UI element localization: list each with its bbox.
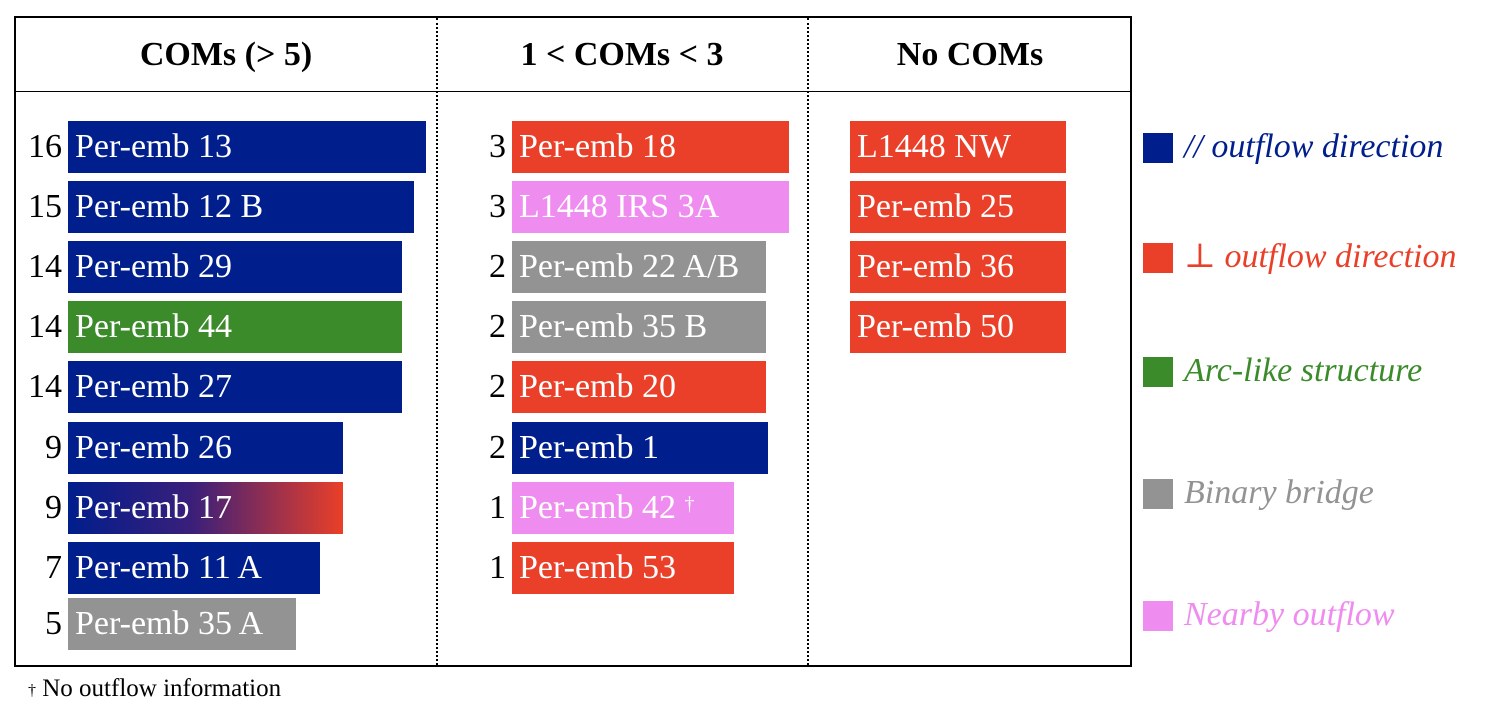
source-label: Per-emb 1 <box>519 429 660 466</box>
source-bar: L1448 NW <box>850 121 1066 173</box>
source-label: Per-emb 25 <box>857 188 1015 225</box>
column-header-high-coms: COMs (> 5) <box>139 36 313 73</box>
source-label: Per-emb 35 B <box>519 308 708 345</box>
legend-label: ⊥ outflow direction <box>1184 238 1457 275</box>
source-bar: Per-emb 27 <box>68 361 402 413</box>
source-bar: Per-emb 35 B <box>512 301 766 353</box>
source-bar: Per-emb 53 <box>512 542 734 594</box>
source-bar: Per-emb 18 <box>512 121 789 173</box>
row-count: 14 <box>28 308 62 345</box>
source-label: Per-emb 26 <box>75 429 233 466</box>
source-bar: Per-emb 13 <box>68 121 426 173</box>
row-count: 16 <box>28 128 62 165</box>
source-label: Per-emb 50 <box>857 308 1015 345</box>
source-bar: Per-emb 29 <box>68 241 402 293</box>
column-header-few-coms: 1 < COMs < 3 <box>520 36 724 73</box>
footnote: † No outflow information <box>28 674 281 704</box>
row-count: 2 <box>489 429 506 466</box>
legend-label: // outflow direction <box>1184 128 1444 165</box>
source-label: L1448 IRS 3A <box>519 188 720 225</box>
source-bar: Per-emb 20 <box>512 361 766 413</box>
legend-swatch <box>1143 357 1173 387</box>
legend-swatch <box>1143 601 1173 631</box>
row-count: 7 <box>45 549 62 586</box>
source-bar: Per-emb 17 <box>68 482 343 534</box>
row-count: 2 <box>489 308 506 345</box>
row-count: 1 <box>489 489 506 526</box>
column-divider-2 <box>807 18 809 665</box>
legend-swatch <box>1143 133 1173 163</box>
source-label: Per-emb 20 <box>519 368 677 405</box>
row-count: 1 <box>489 549 506 586</box>
header-divider <box>16 91 1130 92</box>
source-label: Per-emb 29 <box>75 248 233 285</box>
row-count: 2 <box>489 368 506 405</box>
source-bar: Per-emb 22 A/B <box>512 241 766 293</box>
footnote-dagger: † <box>28 682 36 699</box>
column-divider-1 <box>436 18 438 665</box>
row-count: 3 <box>489 188 506 225</box>
source-bar: Per-emb 11 A <box>68 542 320 594</box>
column-header-no-coms: No COMs <box>896 36 1044 73</box>
source-label: Per-emb 44 <box>75 308 233 345</box>
row-count: 14 <box>28 248 62 285</box>
source-label: L1448 NW <box>857 128 1011 165</box>
row-count: 15 <box>28 188 62 225</box>
source-bar: Per-emb 44 <box>68 301 402 353</box>
source-bar: Per-emb 36 <box>850 241 1066 293</box>
row-count: 5 <box>45 605 62 642</box>
source-label: Per-emb 53 <box>519 549 677 586</box>
row-count: 2 <box>489 248 506 285</box>
source-label: Per-emb 12 B <box>75 188 264 225</box>
row-count: 9 <box>45 429 62 466</box>
source-label: Per-emb 22 A/B <box>519 248 740 285</box>
footnote-text: No outflow information <box>42 675 282 702</box>
row-count: 14 <box>28 368 62 405</box>
source-label: Per-emb 27 <box>75 368 233 405</box>
legend-label: Nearby outflow <box>1184 596 1395 633</box>
legend-label: Binary bridge <box>1184 474 1374 511</box>
source-label: Per-emb 36 <box>857 248 1015 285</box>
source-bar: L1448 IRS 3A <box>512 181 789 233</box>
row-count: 9 <box>45 489 62 526</box>
row-count: 3 <box>489 128 506 165</box>
source-bar: Per-emb 12 B <box>68 181 414 233</box>
source-bar: Per-emb 50 <box>850 301 1066 353</box>
source-label: Per-emb 13 <box>75 128 233 165</box>
source-bar: Per-emb 1 <box>512 422 768 474</box>
source-label: Per-emb 18 <box>519 128 677 165</box>
legend-swatch <box>1143 479 1173 509</box>
source-label: Per-emb 11 A <box>75 549 262 586</box>
legend-label: Arc-like structure <box>1184 352 1423 389</box>
source-bar: Per-emb 26 <box>68 422 343 474</box>
source-label: Per-emb 35 A <box>75 605 264 642</box>
legend-swatch <box>1143 243 1173 273</box>
source-label: Per-emb 42 <box>519 489 677 526</box>
source-label: Per-emb 17 <box>75 489 233 526</box>
source-bar: Per-emb 25 <box>850 181 1066 233</box>
classification-table: COMs (> 5) 1 < COMs < 3 No COMs <box>14 16 1132 667</box>
source-bar: Per-emb 42 † <box>512 482 734 534</box>
dagger-mark: † <box>684 493 695 515</box>
source-bar: Per-emb 35 A <box>68 598 296 650</box>
